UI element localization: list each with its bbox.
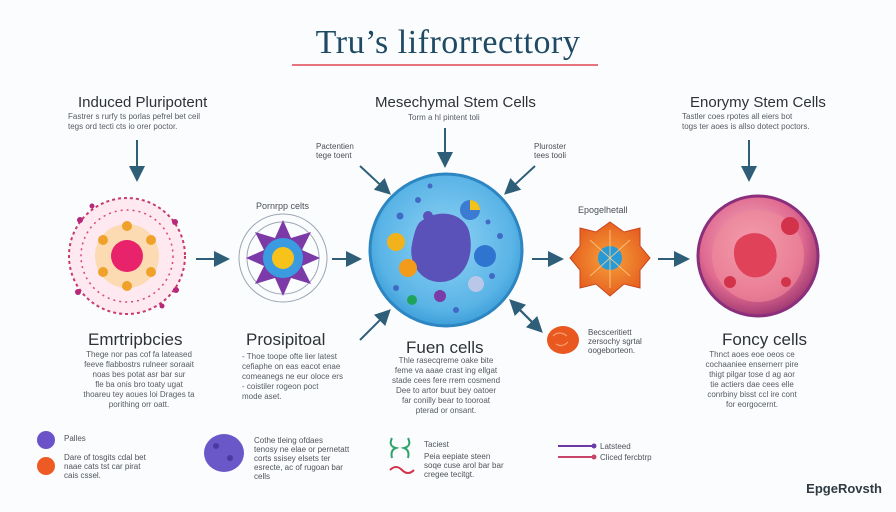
legend-text-4: Peia eepiate steen soqe cuse arol bar ba… [424,452,504,479]
legend-red-icon [389,466,415,474]
brand-logo-text: EpgeRovsth [806,481,882,496]
heading-prosipitoal: Prosipitoal [246,330,326,349]
arrow-callout-left [359,165,391,195]
embryonic-cell [696,194,820,318]
legend-label-4: Taciest [424,440,449,449]
label-small-cell: Becsceritiett zersochy sgrtal oogeborteo… [588,328,642,355]
heading-embryoid-bodies: Emrtripbcies [88,330,183,349]
page-title: Tru’s lifrorrecttory [315,24,581,61]
label-pluripotent-cell: Pornrpp celts [256,201,310,211]
desc-mesenchymal: Torm a hl pintent toli [408,113,480,122]
desc-embryonic: Tastler coes rpotes all eiers bot togs t… [682,112,810,131]
legend-orange-dot [37,457,55,475]
mesenchymal-cell [368,172,524,328]
legend-text-2: Dare of tosgits cdal bet naae cats tst c… [64,453,146,480]
title-underline [292,64,598,66]
desc-fuen-cells: Thle rasecqreme oake bite feme va aaae c… [391,356,501,415]
pluripotent-cell [238,213,328,303]
arrow-up-bottom-left [359,309,391,341]
small-orange-cell [547,326,579,354]
callout-left: Pactentien tege toent [316,142,354,160]
desc-prosipitoal: - Thoe toope ofte lier latest cefiaphe o… [242,352,343,401]
legend-text-3: tenosy ne elae or pernetatt corts ssisey… [254,445,350,481]
desc-induced-pluripotent: Fastrer s rurfy ts porlas pefrel bet cei… [68,112,201,131]
legend-line-purple [558,443,597,449]
heading-mesenchymal: Mesechymal Stem Cells [375,94,536,111]
heading-foncy-cells: Foncy cells [722,330,808,349]
heading-induced-pluripotent: Induced Pluripotent [78,94,208,111]
desc-embryoid-bodies: Thege nor pas cof fa lateased feeve flab… [83,350,195,409]
legend-label-1: Palles [64,434,86,443]
label-epithelial-cell: Epogelhetall [578,205,628,215]
arrow-callout-right [504,165,536,195]
arrow-double-bottom-right [509,299,543,333]
legend-purple-dot [37,431,55,449]
desc-foncy-cells: Thnct aoes eoe oeos ce cochaaniee ensern… [705,350,799,409]
induced-pluripotent-cell [68,197,186,315]
epithelial-cell [569,221,651,297]
legend-label-5: Latsteed [600,442,631,451]
legend-line-red [558,454,597,460]
heading-embryonic: Enorymy Stem Cells [690,94,826,111]
legend-purple-cell [204,434,244,472]
callout-right: Pluroster tees tooli [534,142,567,160]
legend-green-icon [389,437,411,459]
legend-label-6: Cliced fercbtrp [600,453,652,462]
heading-fuen-cells: Fuen cells [406,338,484,357]
legend-label-3: Cothe tleing ofdaes [254,436,323,445]
